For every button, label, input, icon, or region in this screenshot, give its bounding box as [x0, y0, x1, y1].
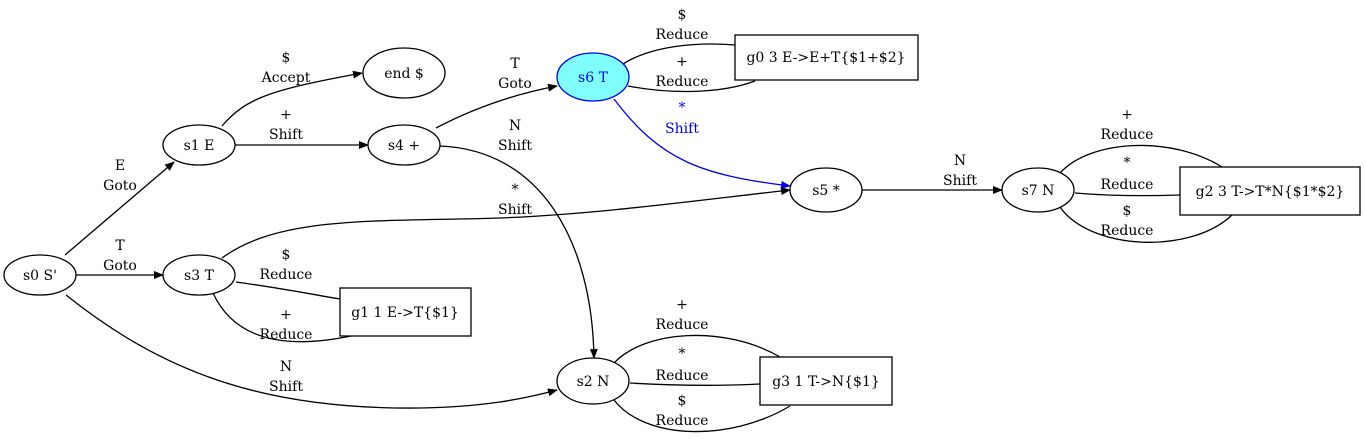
- edge-symbol: $: [282, 247, 291, 263]
- edge-s7-to-g2-star: * Reduce: [1074, 155, 1181, 197]
- edge-s6-to-s5: * Shift: [613, 98, 791, 189]
- node-s3: s3 T: [162, 254, 236, 296]
- node-label: s5 *: [812, 183, 840, 199]
- edge-symbol: T: [510, 56, 520, 72]
- edge-action: Shift: [269, 127, 303, 143]
- edge-s5-to-s7: N Shift: [862, 153, 1003, 194]
- edge-s2-to-g3-star: * Reduce: [629, 346, 761, 387]
- edge-symbol: +: [280, 307, 292, 323]
- node-label: end $: [384, 66, 424, 82]
- edge-s2-to-g3-plus: + Reduce: [613, 297, 781, 364]
- edge-action: Shift: [665, 121, 699, 137]
- edge-action: Goto: [103, 258, 137, 274]
- edge-s7-to-g2-dollar: $ Reduce: [1059, 203, 1233, 243]
- node-label: g2 3 T->T*N{$1*$2}: [1196, 184, 1345, 200]
- node-label: g0 3 E->E+T{$1+$2}: [746, 50, 905, 66]
- node-g3: g3 1 T->N{$1}: [759, 356, 893, 406]
- edge-symbol: *: [512, 182, 519, 198]
- edge-action: Shift: [943, 173, 977, 189]
- edge-symbol: N: [280, 359, 292, 375]
- edge-symbol: $: [1123, 203, 1132, 219]
- edge-s3-to-g1-plus: + Reduce: [212, 292, 361, 343]
- edge-action: Reduce: [656, 317, 709, 333]
- edge-s0-to-s3: T Goto: [76, 238, 164, 279]
- edge-s1-to-s4: + Shift: [234, 107, 369, 149]
- node-label: g1 1 E->T{$1}: [351, 305, 459, 321]
- edge-symbol: $: [678, 7, 687, 23]
- edge-action: Reduce: [1101, 223, 1154, 239]
- node-s6: s6 T: [556, 52, 630, 102]
- edge-symbol: *: [679, 346, 686, 362]
- edge-action: Reduce: [260, 267, 313, 283]
- edge-symbol: $: [678, 393, 687, 409]
- edge-action: Shift: [269, 379, 303, 395]
- node-s1: s1 E: [162, 124, 236, 166]
- edge-symbol: +: [1121, 107, 1133, 123]
- edge-action: Accept: [261, 70, 311, 86]
- edge-action: Goto: [103, 178, 137, 194]
- edge-action: Reduce: [260, 327, 313, 343]
- edge-symbol: N: [954, 153, 966, 169]
- edge-s1-to-end: $ Accept: [221, 50, 363, 127]
- edge-symbol: E: [115, 158, 125, 174]
- node-s5: s5 *: [789, 167, 863, 213]
- edge-s6-to-g0-dollar: $ Reduce: [619, 7, 736, 67]
- edge-action: Reduce: [656, 27, 709, 43]
- edge-action: Shift: [498, 202, 532, 218]
- edge-symbol: +: [280, 107, 292, 123]
- node-label: s3 T: [184, 268, 215, 284]
- node-s0: s0 S': [3, 254, 77, 296]
- node-label: s4 +: [388, 138, 420, 154]
- edge-action: Reduce: [656, 413, 709, 429]
- edge-symbol: $: [282, 50, 291, 66]
- edge-symbol: +: [676, 297, 688, 313]
- edge-action: Goto: [498, 76, 532, 92]
- node-s4: s4 +: [367, 124, 441, 166]
- node-g1: g1 1 E->T{$1}: [339, 287, 472, 337]
- edge-symbol: T: [115, 238, 125, 254]
- node-label: s2 N: [577, 374, 610, 390]
- edge-s4-to-s6: T Goto: [435, 56, 558, 129]
- edge-s4-to-s2: N Shift: [439, 118, 598, 359]
- edge-action: Reduce: [1101, 177, 1154, 193]
- edge-s3-to-g1-dollar: $ Reduce: [235, 247, 341, 300]
- node-label: s1 E: [184, 138, 215, 154]
- node-g2: g2 3 T->T*N{$1*$2}: [1179, 166, 1361, 216]
- edge-symbol: *: [1124, 155, 1131, 171]
- edge-action: Reduce: [1101, 127, 1154, 143]
- node-label: s6 T: [578, 70, 609, 86]
- node-s2: s2 N: [556, 357, 630, 405]
- edge-action: Reduce: [656, 74, 709, 90]
- edge-symbol: *: [679, 100, 686, 116]
- node-g0: g0 3 E->E+T{$1+$2}: [734, 34, 919, 81]
- edge-s0-to-s1: E Goto: [64, 158, 175, 256]
- node-s7: s7 N: [1001, 167, 1075, 213]
- edge-s6-to-g0-plus: + Reduce: [627, 54, 756, 93]
- edge-s7-to-g2-plus: + Reduce: [1059, 107, 1223, 174]
- edge-s0-to-s2: N Shift: [65, 294, 558, 409]
- edge-action: Reduce: [656, 368, 709, 384]
- node-end: end $: [362, 47, 446, 99]
- edge-action: Shift: [498, 138, 532, 154]
- edge-symbol: N: [509, 118, 521, 134]
- node-label: s7 N: [1022, 183, 1055, 199]
- edge-s3-to-s5: * Shift: [221, 182, 791, 259]
- edge-s2-to-g3-dollar: $ Reduce: [613, 393, 791, 433]
- node-label: s0 S': [23, 268, 57, 284]
- node-label: g3 1 T->N{$1}: [772, 374, 880, 390]
- edge-symbol: +: [676, 54, 688, 70]
